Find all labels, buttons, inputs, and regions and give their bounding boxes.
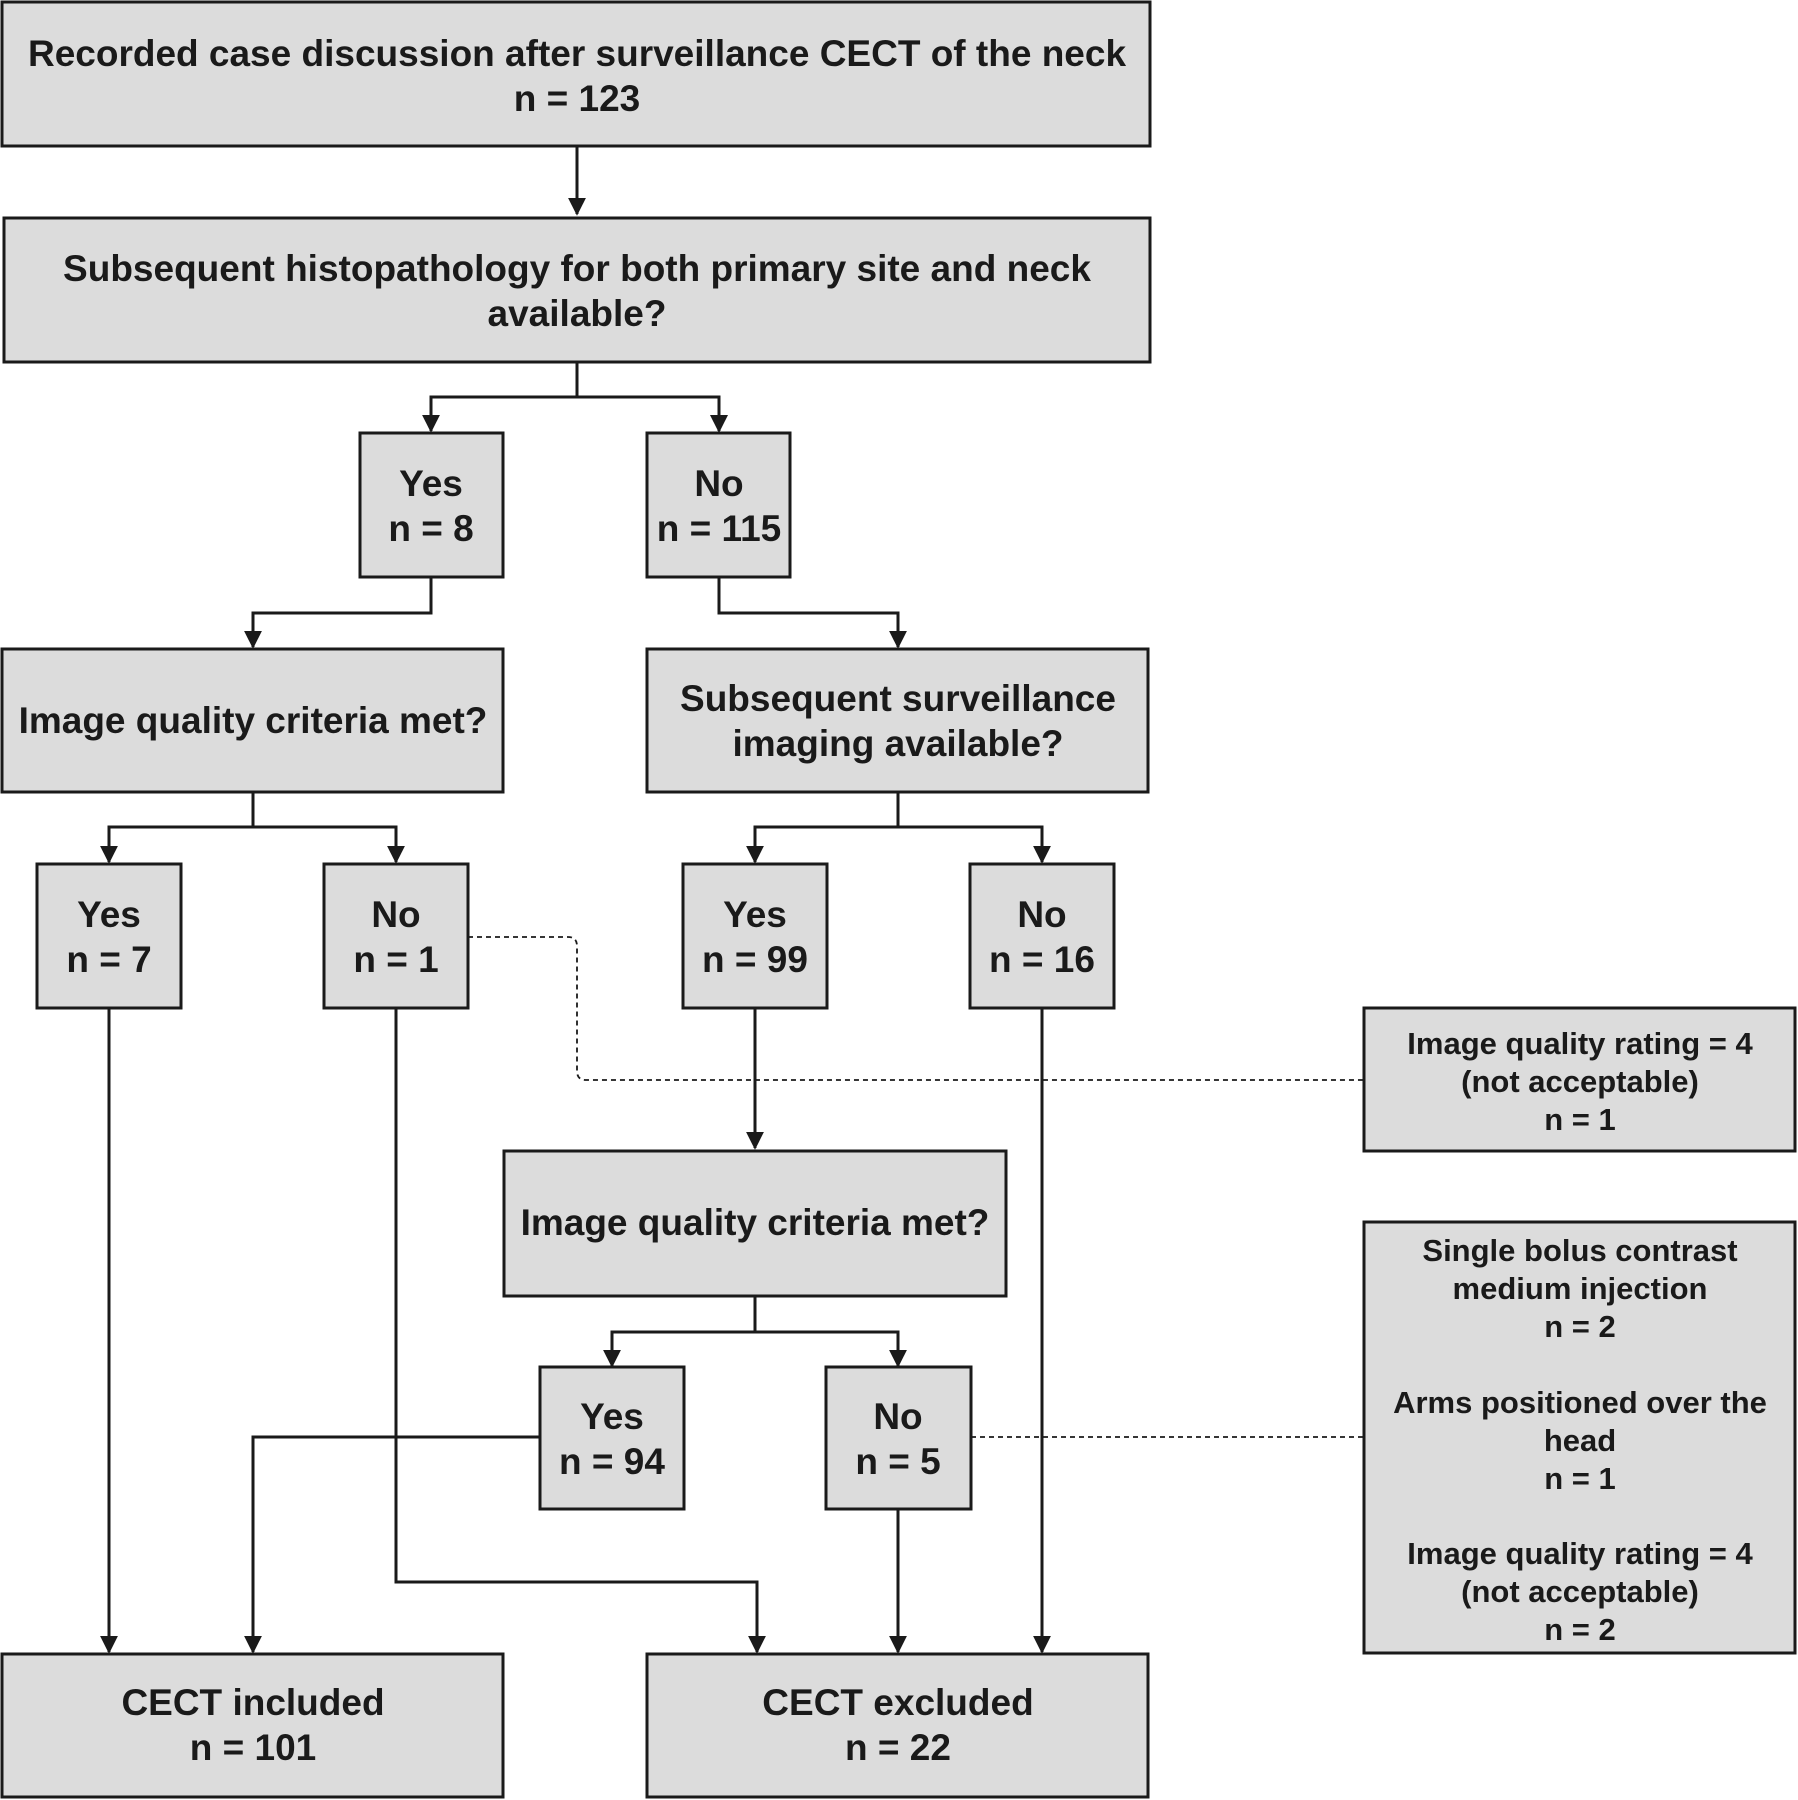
reason2-line1: Arms positioned over the	[1393, 1385, 1767, 1420]
excluded-count: n = 22	[845, 1727, 951, 1768]
reason3-line1: Image quality rating = 4	[1407, 1536, 1753, 1571]
arrow-surveillance-yes	[746, 792, 900, 864]
box-cect-included: CECT included n = 101	[0, 1652, 505, 1799]
box-histo-no: No n = 115	[645, 431, 792, 579]
box-quality-left-yes: Yes n = 7	[35, 862, 183, 1010]
included-label: CECT included	[121, 1682, 384, 1723]
histo-no-count: n = 115	[657, 508, 781, 549]
arrow-yes94-to-included	[244, 1435, 540, 1654]
quality-center-no-label: No	[873, 1396, 922, 1437]
reason1-count: n = 2	[1544, 1309, 1616, 1344]
arrow-histo-yes-left	[422, 395, 577, 433]
surveillance-no-label: No	[1017, 894, 1066, 935]
arrow-no1-to-excluded	[394, 1008, 766, 1654]
dashed-link-no1-to-note	[468, 936, 1364, 1081]
box-surveillance-question: Subsequent surveillance imaging availabl…	[645, 647, 1150, 794]
note1-line3: n = 1	[1544, 1102, 1616, 1137]
reason2-line2: head	[1544, 1423, 1616, 1458]
arrow-surveillance-no	[898, 825, 1051, 864]
start-title: Recorded case discussion after surveilla…	[28, 33, 1126, 74]
connectors	[100, 146, 1364, 1654]
histo-question-line1: Subsequent histopathology for both prima…	[63, 248, 1091, 289]
box-quality-question-center: Image quality criteria met?	[502, 1149, 1008, 1298]
reason3-count: n = 2	[1544, 1612, 1616, 1647]
box-start: Recorded case discussion after surveilla…	[0, 0, 1152, 148]
surveillance-yes-count: n = 99	[702, 939, 808, 980]
start-count: n = 123	[514, 78, 641, 119]
box-histo-yes: Yes n = 8	[358, 431, 505, 579]
quality-left-no-label: No	[371, 894, 420, 935]
surveillance-line2: imaging available?	[732, 723, 1063, 764]
quality-center-yes-label: Yes	[580, 1396, 644, 1437]
quality-center-text: Image quality criteria met?	[521, 1202, 990, 1243]
quality-left-text: Image quality criteria met?	[19, 700, 488, 741]
arrow-yes8-to-quality	[244, 577, 433, 649]
quality-left-yes-count: n = 7	[66, 939, 151, 980]
quality-left-yes-label: Yes	[77, 894, 141, 935]
surveillance-no-count: n = 16	[989, 939, 1095, 980]
excluded-label: CECT excluded	[762, 1682, 1033, 1723]
arrow-histo-no-right	[577, 395, 728, 433]
surveillance-yes-label: Yes	[723, 894, 787, 935]
quality-left-no-count: n = 1	[353, 939, 438, 980]
note-quality-rating: Image quality rating = 4 (not acceptable…	[1362, 1006, 1797, 1153]
box-cect-excluded: CECT excluded n = 22	[645, 1652, 1150, 1799]
arrow-quality-center-yes	[603, 1296, 757, 1368]
note1-line2: (not acceptable)	[1461, 1064, 1699, 1099]
histo-question-line2: available?	[488, 293, 667, 334]
note-exclusion-reasons: Single bolus contrast medium injection n…	[1362, 1220, 1797, 1655]
surveillance-line1: Subsequent surveillance	[680, 678, 1116, 719]
arrow-quality-left-no	[253, 825, 405, 864]
quality-center-no-count: n = 5	[855, 1441, 940, 1482]
reason2-count: n = 1	[1544, 1461, 1616, 1496]
arrow-quality-left-yes	[100, 792, 255, 864]
arrow-quality-center-no	[755, 1330, 907, 1368]
box-histopathology-question: Subsequent histopathology for both prima…	[2, 216, 1152, 364]
box-surveillance-yes: Yes n = 99	[681, 862, 829, 1010]
reason1-line1: Single bolus contrast	[1422, 1233, 1737, 1268]
histo-no-label: No	[694, 463, 743, 504]
reason3-line2: (not acceptable)	[1461, 1574, 1699, 1609]
box-quality-question-left: Image quality criteria met?	[0, 647, 505, 794]
box-quality-center-yes: Yes n = 94	[538, 1365, 686, 1511]
box-quality-left-no: No n = 1	[322, 862, 470, 1010]
box-surveillance-no: No n = 16	[968, 862, 1116, 1010]
arrow-no115-to-surveillance	[717, 577, 907, 649]
included-count: n = 101	[190, 1727, 317, 1768]
quality-center-yes-count: n = 94	[559, 1441, 665, 1482]
box-quality-center-no: No n = 5	[824, 1365, 973, 1511]
histo-yes-label: Yes	[399, 463, 463, 504]
note1-line1: Image quality rating = 4	[1407, 1026, 1753, 1061]
histo-yes-count: n = 8	[388, 508, 473, 549]
reason1-line2: medium injection	[1453, 1271, 1708, 1306]
